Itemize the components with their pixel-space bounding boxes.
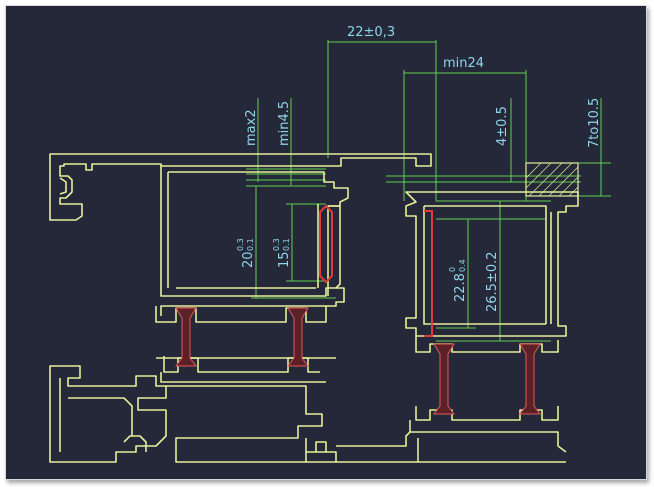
- cad-viewport: 22±0,3 min24 max2 min4.5 4±0.5 7to10.5 2…: [5, 5, 647, 480]
- svg-text:15: 15: [277, 251, 292, 268]
- svg-text:20: 20: [241, 251, 256, 268]
- dim-min-width: min24: [443, 56, 484, 71]
- dim-right-height: 26.5±0.2: [485, 251, 500, 312]
- left-profile: [49, 153, 566, 463]
- dimension-labels: 22±0,3 min24 max2 min4.5 4±0.5 7to10.5 2…: [236, 25, 602, 312]
- svg-text:0: 0: [448, 267, 457, 272]
- right-profile: [315, 191, 579, 462]
- dim-right-inner: 22.8 0 0.4: [448, 259, 468, 302]
- dim-tol-range: 7to10.5: [587, 98, 602, 148]
- svg-text:0.1: 0.1: [246, 238, 255, 251]
- dim-left-height: 20 0.3 0.1: [236, 238, 256, 268]
- svg-text:0.4: 0.4: [458, 259, 467, 272]
- dim-max-gap: max2: [244, 109, 259, 146]
- dim-left-inner: 15 0.3 0.1: [272, 238, 292, 268]
- dim-tol-a: 4±0.5: [495, 106, 510, 146]
- cad-drawing: 22±0,3 min24 max2 min4.5 4±0.5 7to10.5 2…: [49, 25, 611, 463]
- svg-text:0.1: 0.1: [282, 238, 291, 251]
- thermal-breaks: [175, 307, 541, 415]
- seal-strips: [319, 204, 433, 337]
- dim-min-overlap: min4.5: [277, 101, 292, 146]
- svg-text:22.8: 22.8: [453, 273, 468, 302]
- glazing-hatch: [525, 162, 579, 197]
- svg-text:0.3: 0.3: [272, 238, 281, 251]
- dim-top-width: 22±0,3: [347, 25, 395, 40]
- svg-text:0.3: 0.3: [236, 238, 245, 251]
